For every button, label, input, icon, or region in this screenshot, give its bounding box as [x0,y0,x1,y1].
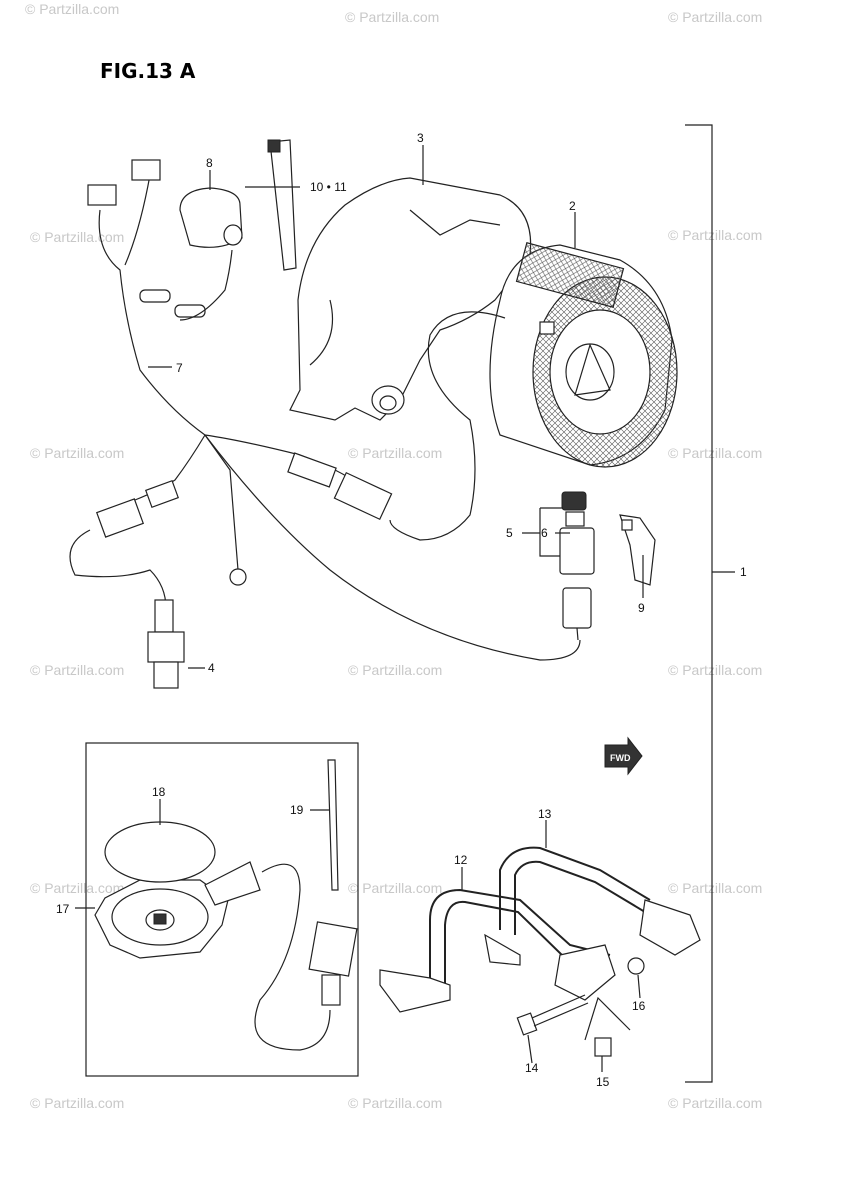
watermark: © Partzilla.com [668,662,762,678]
watermark: © Partzilla.com [668,9,762,25]
callout-5: 5 [506,526,513,540]
callout-14: 14 [525,1061,539,1075]
leader-line [584,996,631,1041]
gasket [104,821,216,883]
watermark: © Partzilla.com [30,445,124,461]
bullet-connector [139,289,171,303]
watermark: © Partzilla.com [30,229,124,245]
fwd-label: FWD [610,753,631,763]
watermark: © Partzilla.com [668,880,762,896]
watermark: © Partzilla.com [348,880,442,896]
watermark: © Partzilla.com [348,662,442,678]
callout-10-11: 10 • 11 [310,180,347,194]
watermark: © Partzilla.com [25,1,119,17]
callout-19: 19 [290,803,304,817]
assembly-bracket [685,124,735,1083]
bracket-foot [379,969,451,1013]
coupler [131,159,161,181]
callout-17: 17 [56,902,70,916]
connector [333,471,393,521]
callout-4: 4 [208,661,215,675]
ground-terminal [229,568,247,586]
collar [594,1037,612,1057]
mounting-brackets [379,846,701,1013]
watermark: © Partzilla.com [668,1095,762,1111]
nut [627,957,645,975]
cooling-fan [489,242,678,468]
callout-18: 18 [152,785,166,799]
callout-16: 16 [632,999,646,1013]
connector [144,479,180,509]
watermarks: © Partzilla.com © Partzilla.com © Partzi… [25,1,762,1111]
callout-8: 8 [206,156,213,170]
connector [95,498,145,538]
fwd-arrow-icon: FWD [604,736,643,776]
fan-motor-wire [389,311,506,541]
callout-9: 9 [638,601,645,615]
callout-1: 1 [740,565,747,579]
bracket-eye [554,944,616,1001]
fan-shroud [289,177,532,421]
connector [287,452,337,488]
fan-switch [179,187,243,321]
watermark: © Partzilla.com [345,9,439,25]
callout-6: 6 [541,526,548,540]
coupler [87,184,117,206]
inset-box [85,742,359,1077]
fan-relay [559,491,595,641]
callout-13: 13 [538,807,552,821]
oil-level-sensor [94,861,358,1051]
watermark: © Partzilla.com [30,880,124,896]
clamp-band [267,139,297,271]
watermark: © Partzilla.com [348,1095,442,1111]
bracket-eye [639,899,701,956]
callout-15: 15 [596,1075,610,1089]
watermark: © Partzilla.com [30,662,124,678]
thermo-switch [147,599,185,689]
callout-3: 3 [417,131,424,145]
watermark: © Partzilla.com [30,1095,124,1111]
figure-title: FIG.13 A [100,59,196,83]
watermark: © Partzilla.com [348,445,442,461]
callout-12: 12 [454,853,468,867]
callout-7: 7 [176,361,183,375]
callout-2: 2 [569,199,576,213]
callouts: 1 2 3 4 5 6 7 8 9 10 • 11 12 13 14 15 16… [56,131,747,1089]
leader-lines [75,145,644,1072]
bolt [516,994,589,1036]
wire-clamp [327,759,339,891]
main-wiring-harness [69,159,581,661]
watermark: © Partzilla.com [668,227,762,243]
watermark: © Partzilla.com [668,445,762,461]
bullet-connector [174,304,206,318]
relay-bracket [619,514,656,586]
